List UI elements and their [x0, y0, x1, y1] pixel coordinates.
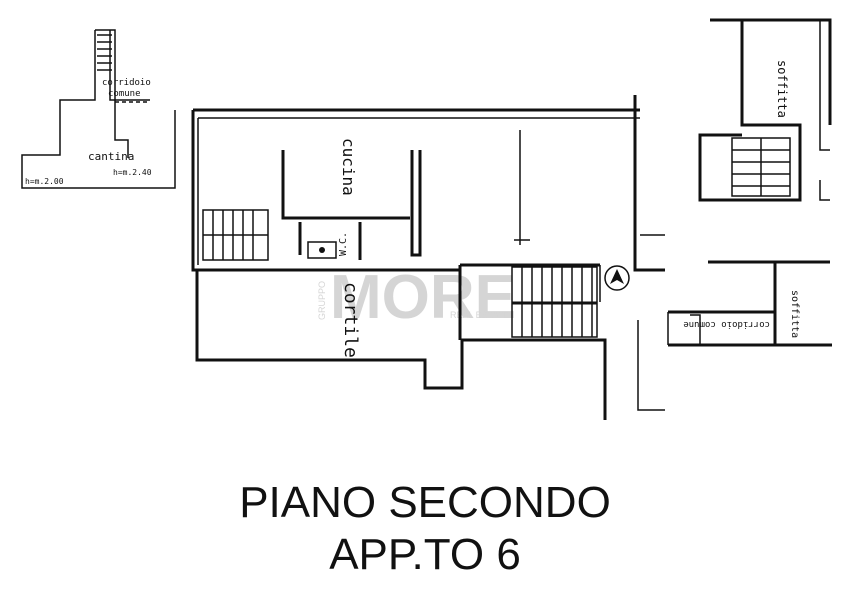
label-soffitta-top: soffitta	[775, 60, 789, 118]
attic-bottom-plan: soffitta corridoio comune	[667, 260, 832, 347]
main-plan: cucina W.C. cortile	[191, 95, 665, 420]
label-cucina: cucina	[339, 138, 358, 196]
staircase-left	[202, 209, 269, 261]
wc-fixture	[307, 241, 337, 259]
label-soffitta-bottom: soffitta	[789, 290, 800, 338]
attic-top-plan: soffitta	[698, 18, 832, 202]
label-comune: comune	[108, 89, 141, 99]
wc-fixture-dot	[319, 247, 325, 253]
label-corridoio: corridoio	[102, 78, 151, 88]
watermark-tagline: REAL ESTATE	[450, 310, 509, 320]
label-cantina: cantina	[88, 150, 134, 163]
watermark-group: GRUPPO	[317, 281, 327, 320]
caption-floor: PIANO SECONDO	[239, 478, 611, 527]
watermark-brand: MORE	[330, 263, 516, 332]
staircase-main	[511, 266, 598, 338]
watermark: MORE GRUPPO REAL ESTATE	[317, 263, 516, 332]
label-corridoio-comune-bottom: corridoio comune	[683, 319, 770, 329]
label-wc: W.C.	[338, 232, 349, 256]
label-height-left: h=m.2.00	[25, 177, 64, 186]
label-cortile: cortile	[340, 282, 361, 358]
cantina-plan: corridoio comune cantina h=m.2.00 h=m.2.…	[21, 29, 176, 189]
caption-apartment: APP.TO 6	[329, 530, 521, 579]
north-arrow-icon	[604, 265, 630, 291]
label-height-right: h=m.2.40	[113, 168, 152, 177]
